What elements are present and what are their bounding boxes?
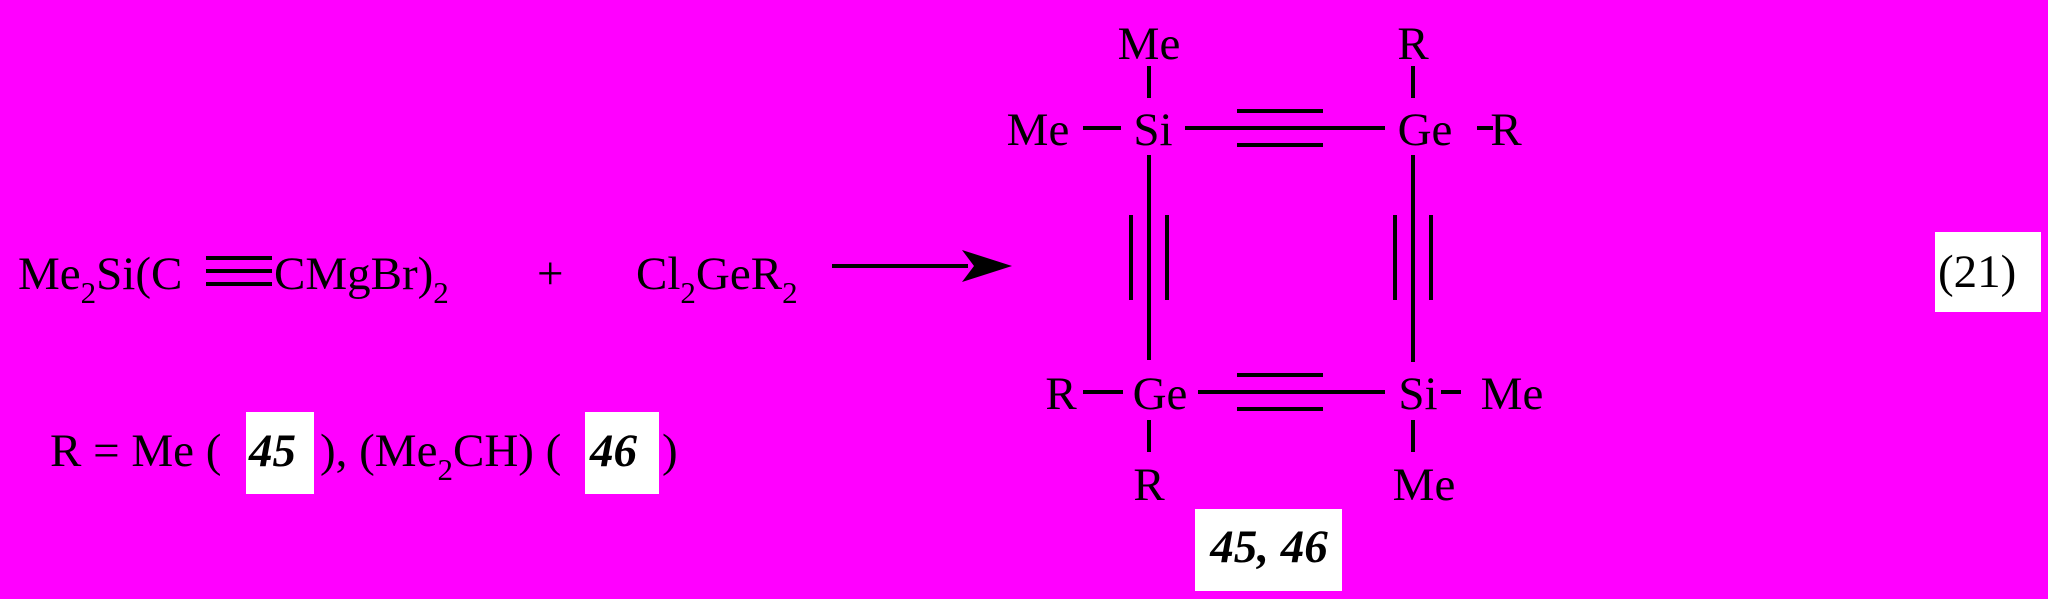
product-ring-bonds [1083,66,1493,452]
top-right-right-substituent: R [1490,104,1522,156]
plus-sign: + [537,248,564,300]
top-right-atom: Ge [1398,104,1453,156]
bottom-right-right-substituent: Me [1481,368,1544,420]
top-right-up-substituent: R [1397,18,1429,70]
bottom-left-atom: Ge [1133,368,1188,420]
reactant-1: Me2Si(C CMgBr)2 [18,248,449,310]
product-ring-atoms: Me Me Si R Ge R R Ge R Si Me Me [1007,18,1544,511]
product-label-box [1195,509,1342,591]
top-left-atom: Si [1133,104,1172,156]
product-label: 45, 46 [1209,521,1328,573]
condition-text-middle: ), (Me2CH) ( [320,425,561,487]
label-box-45 [246,412,314,494]
bottom-left-left-substituent: R [1045,368,1077,420]
equation-number: (21) [1938,246,2016,298]
reaction-arrow [832,250,1012,282]
top-left-left-substituent: Me [1007,104,1070,156]
top-left-up-substituent: Me [1118,18,1181,70]
condition-text-end: ) [662,425,678,477]
bottom-right-atom: Si [1398,368,1437,420]
substituent-condition: R = Me ( 45 ), (Me2CH) ( 46 ) [50,412,678,494]
reactant-1-text: Me2Si(C [18,248,182,310]
reactant-1-text-end: CMgBr)2 [274,248,449,310]
compound-label-45: 45 [248,425,296,477]
bottom-left-down-substituent: R [1133,459,1165,511]
bottom-right-down-substituent: Me [1393,459,1456,511]
label-box-46 [585,412,659,494]
equation-number-box [1935,232,2041,312]
reactant-2: Cl2GeR2 [636,248,798,310]
compound-label-46: 46 [589,425,638,477]
reactant-1-triple-bond [206,256,272,286]
condition-text-start: R = Me ( [50,425,221,477]
